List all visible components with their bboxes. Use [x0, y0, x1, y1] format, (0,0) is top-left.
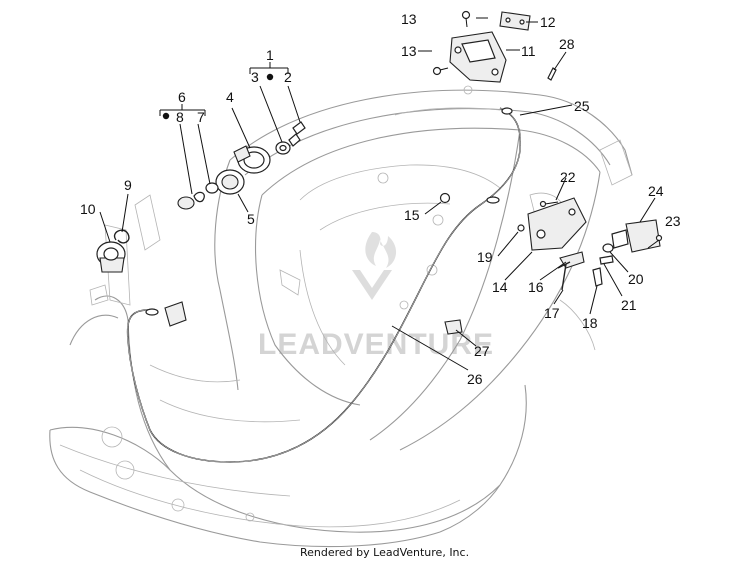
bullet-8 [162, 112, 170, 120]
callout-5: 5 [247, 211, 255, 227]
screw-part-22 [539, 200, 559, 208]
callout-6: 6 [178, 89, 186, 105]
callout-labels: 1 2 3 4 5 6 7 8 9 10 11 12 13 13 14 15 1… [80, 11, 681, 387]
bushing-part-20 [602, 243, 614, 253]
callout-4: 4 [226, 89, 234, 105]
pin-part-21 [599, 255, 614, 265]
watermark-v-icon [352, 270, 392, 300]
washer-part-19 [517, 224, 525, 232]
callout-26: 26 [467, 371, 483, 387]
key-part-2 [288, 121, 306, 147]
lock-barrel-part-3 [275, 141, 291, 155]
callout-13a: 13 [401, 11, 417, 27]
callout-15: 15 [404, 207, 420, 223]
callout-28: 28 [559, 36, 575, 52]
callout-8: 8 [176, 109, 184, 125]
callout-27: 27 [474, 343, 490, 359]
screw-part-13b [432, 66, 449, 76]
nut-part-15 [439, 192, 451, 204]
hinge-bracket-part-11 [449, 31, 507, 83]
callout-24: 24 [648, 183, 664, 199]
callout-22: 22 [560, 169, 576, 185]
spring-part-9 [113, 229, 130, 244]
clip-part-8 [193, 191, 205, 203]
latch-plate-part-12 [499, 11, 531, 31]
callout-18: 18 [582, 315, 598, 331]
callout-7: 7 [197, 109, 205, 125]
actuator-part-24 [611, 219, 661, 253]
screw-part-13a [461, 10, 471, 28]
lock-housing-part-10 [96, 241, 126, 273]
spring-part-17 [557, 261, 571, 291]
callout-1: 1 [266, 47, 274, 63]
callout-17: 17 [544, 305, 560, 321]
watermark-flame-icon [365, 232, 397, 268]
callout-3: 3 [251, 69, 259, 85]
callout-23: 23 [665, 213, 681, 229]
callout-11: 11 [521, 43, 536, 59]
callout-21: 21 [621, 297, 637, 313]
callout-13b: 13 [401, 43, 417, 59]
callout-20: 20 [628, 271, 644, 287]
cable-part-25 [126, 107, 522, 463]
cap-part-6 [177, 196, 195, 210]
callout-19: 19 [477, 249, 493, 265]
ignition-cover-part-4 [233, 145, 271, 174]
footer-credit: Rendered by LeadVenture, Inc. [300, 546, 469, 559]
leader-lines [99, 17, 660, 371]
callout-25: 25 [574, 98, 590, 114]
callout-14: 14 [492, 279, 508, 295]
pin-part-28 [547, 67, 557, 81]
callout-9: 9 [124, 177, 132, 193]
clip-part-27 [444, 319, 463, 335]
nut-part-23 [655, 234, 663, 242]
bullet-3 [266, 73, 274, 81]
callout-2: 2 [284, 69, 292, 85]
callout-10: 10 [80, 201, 96, 217]
lock-ring-part-5 [215, 169, 245, 195]
latch-body-part-14 [527, 197, 587, 251]
callout-16: 16 [528, 279, 544, 295]
callout-12: 12 [540, 14, 556, 30]
screw-part-18 [592, 267, 603, 287]
scooter-frame [49, 85, 633, 548]
bracket-part-left [164, 301, 187, 327]
small-ring-part-7 [205, 182, 219, 194]
